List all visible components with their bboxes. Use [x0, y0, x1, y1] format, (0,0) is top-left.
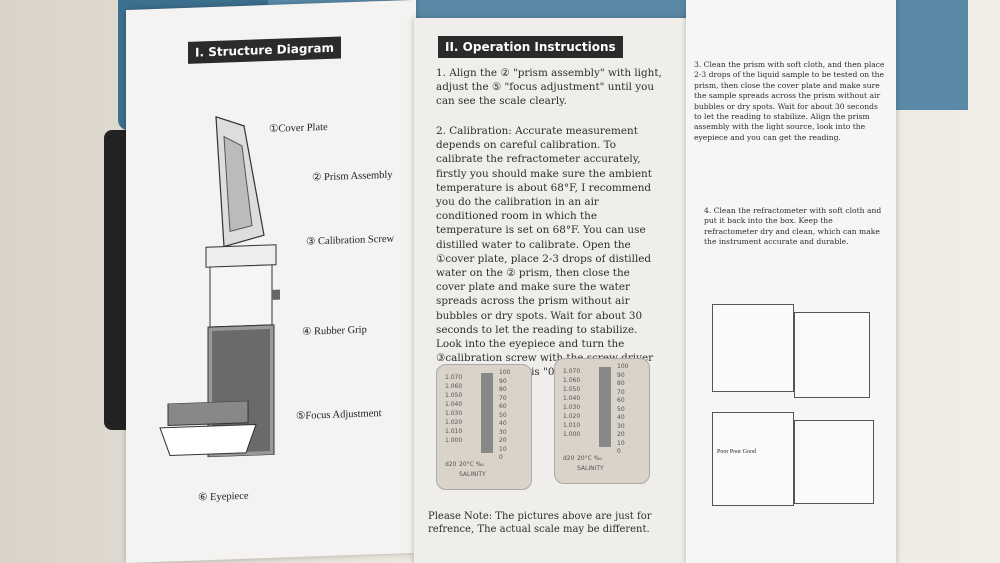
reference-note: Please Note: The pictures above are just… [428, 511, 652, 535]
eyepiece-drawing [159, 400, 257, 456]
operation-heading: II. Operation Instructions [438, 36, 623, 58]
step-4-text: 4. Clean the refractometer with soft clo… [704, 206, 882, 247]
part-cover-plate: ①Cover Plate [269, 121, 328, 136]
scale-d: d20 [445, 461, 457, 468]
figure-light-alignment [712, 304, 794, 392]
figure-drop-sample [794, 312, 870, 398]
scale-shade [599, 367, 611, 447]
scale-d: d20 [563, 455, 575, 462]
structure-diagram-page: I. Structure Diagram ①Cover Plate ② Pris… [126, 0, 416, 563]
figure-look-eyepiece [794, 420, 874, 504]
figure-reading-quality: Poor Poor Good [712, 412, 794, 506]
scale-temp: 20°C ‰ [459, 461, 484, 468]
scale-salinity: SALINITY [459, 471, 486, 478]
part-focus-adjustment: ⑤Focus Adjustment [296, 408, 382, 423]
part-prism-assembly: ② Prism Assembly [312, 169, 393, 184]
part-eyepiece: ⑥ Eyepiece [198, 490, 249, 504]
instructions-page-right: 3. Clean the prism with soft cloth, and … [686, 0, 896, 563]
step-3-text: 3. Clean the prism with soft cloth, and … [694, 60, 885, 142]
refractometer-drawing [205, 116, 280, 458]
reading-quality-labels: Poor Poor Good [717, 449, 757, 455]
part-calibration-screw: ③ Calibration Screw [306, 233, 395, 248]
step-2-text: 2. Calibration: Accurate measurement dep… [436, 125, 653, 379]
scale-temp: 20°C ‰ [577, 455, 602, 462]
operation-page: II. Operation Instructions 1. Align the … [414, 18, 690, 563]
step-1-text: 1. Align the ② "prism assembly" with lig… [436, 67, 662, 108]
part-rubber-grip: ④ Rubber Grip [302, 324, 367, 338]
structure-heading: I. Structure Diagram [188, 36, 341, 64]
scale-shade [481, 373, 493, 453]
scale-salinity: SALINITY [577, 465, 604, 472]
